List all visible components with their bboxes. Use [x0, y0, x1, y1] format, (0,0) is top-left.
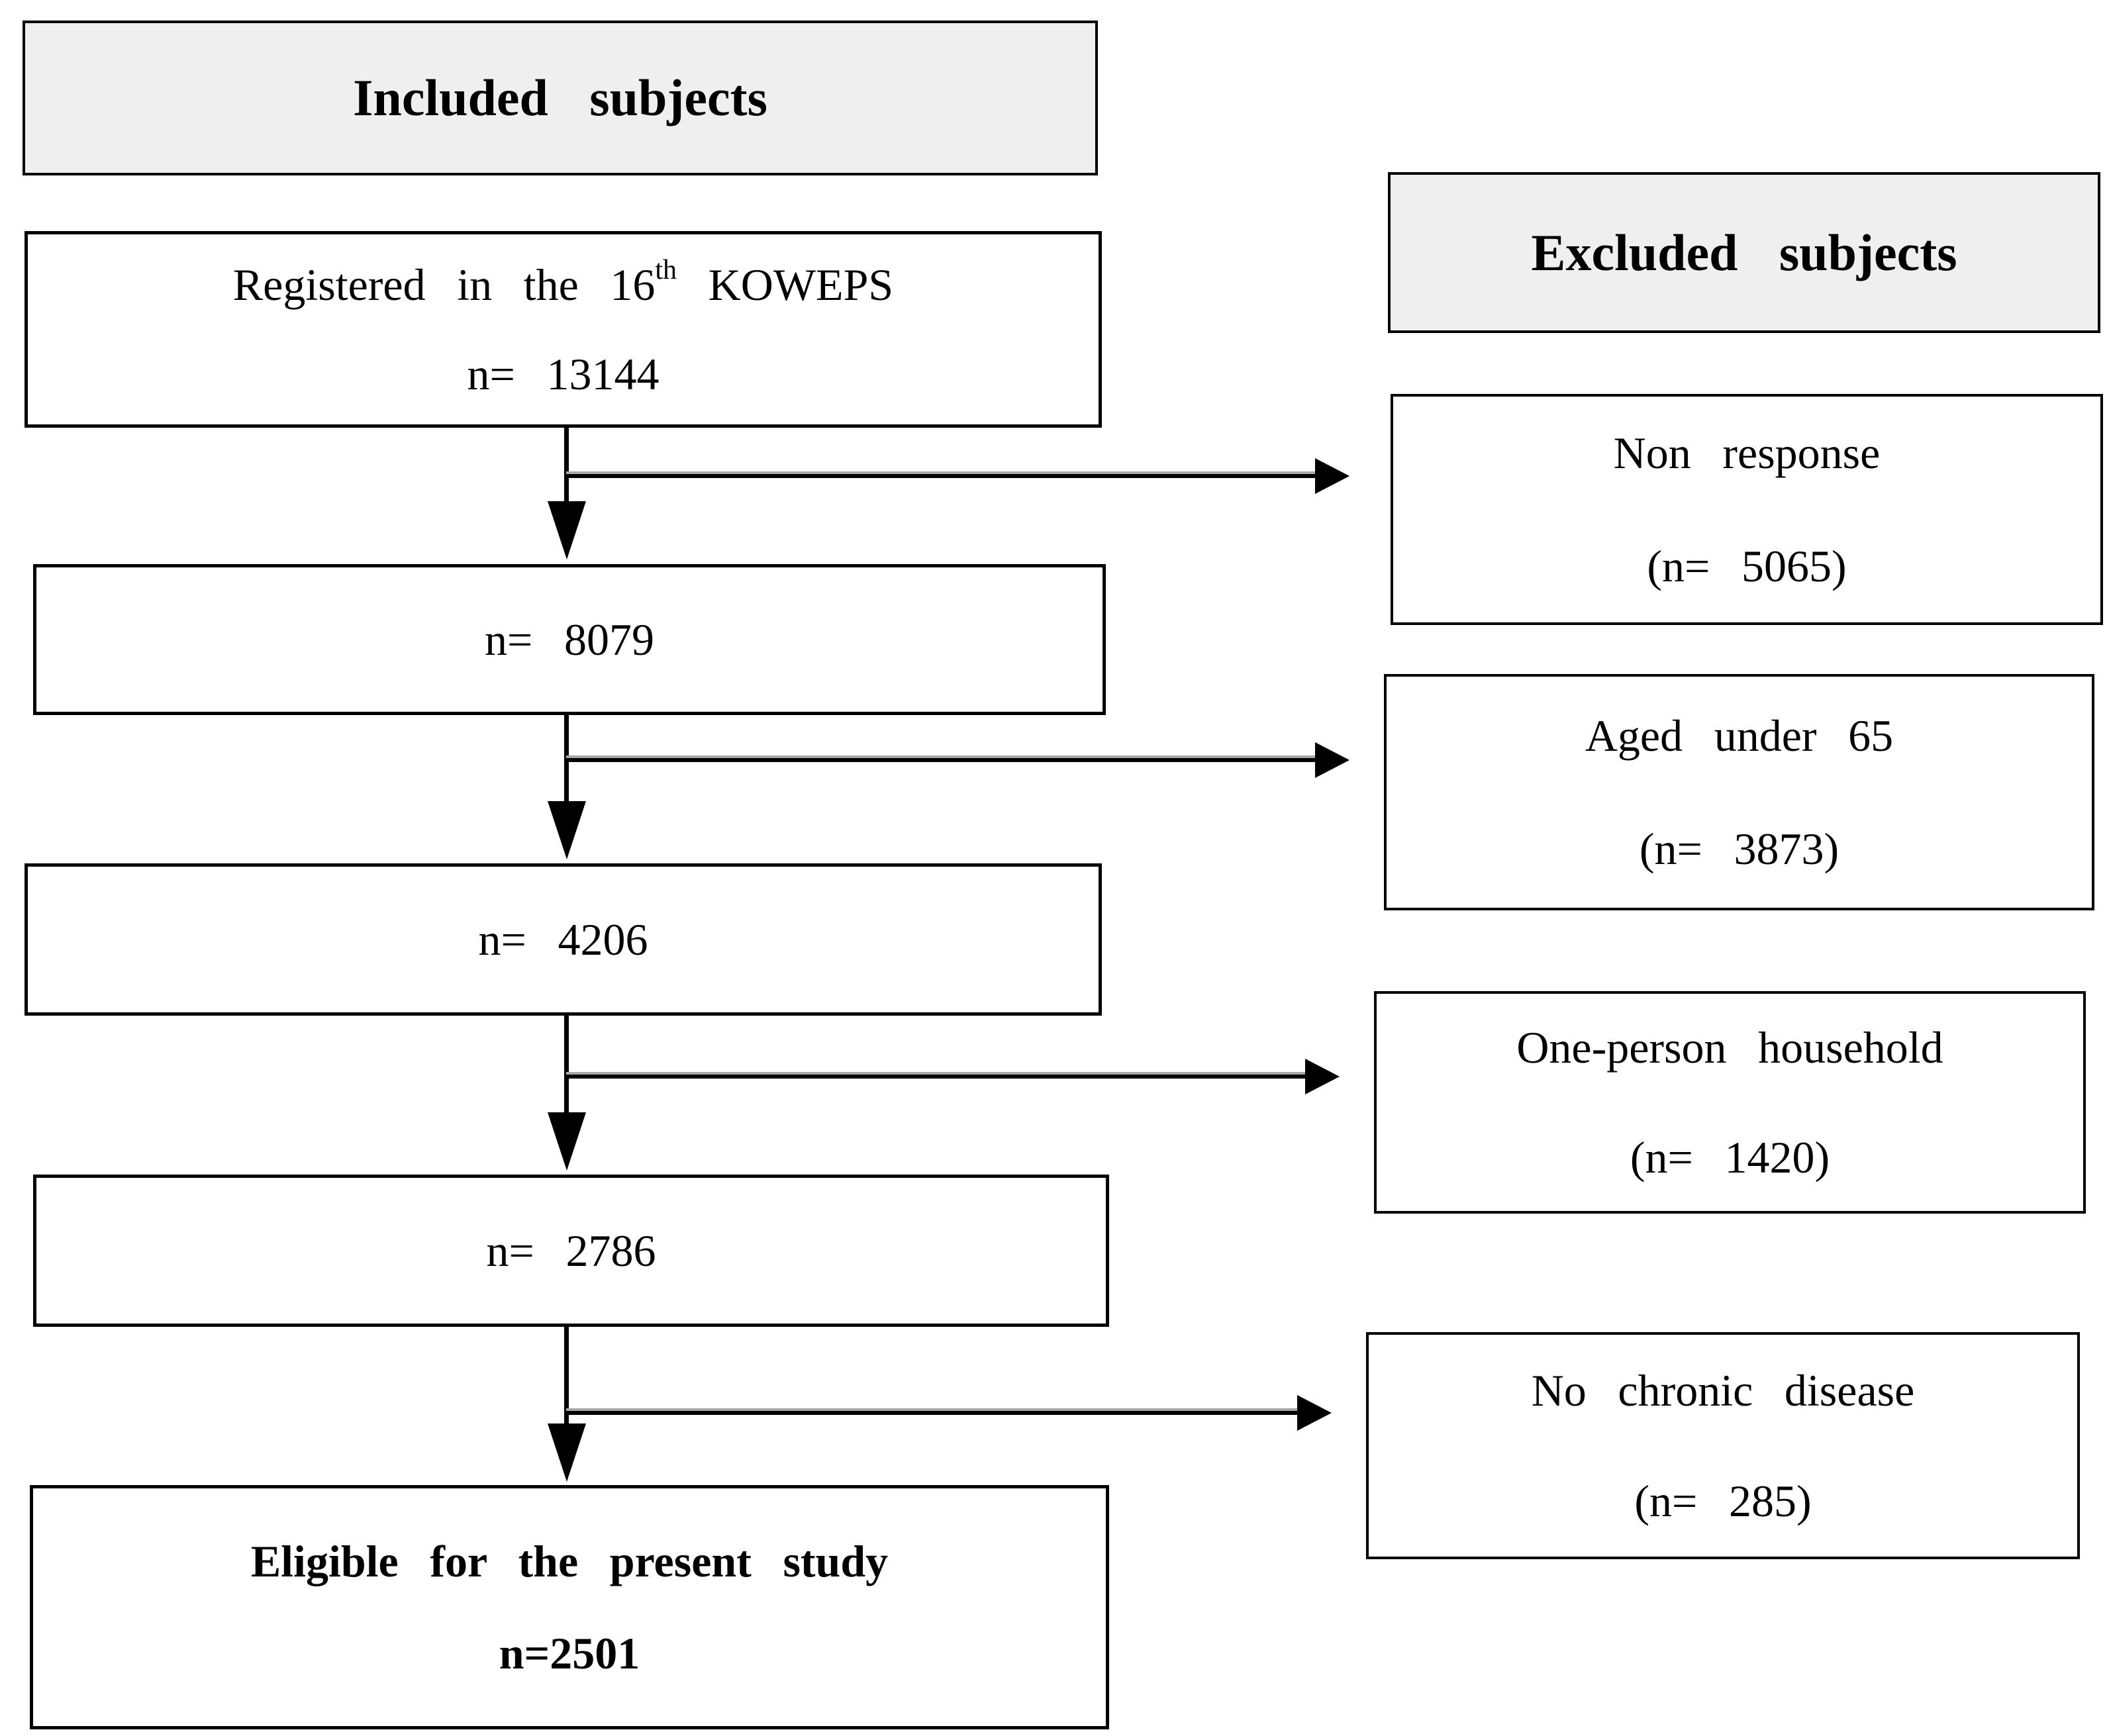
count-n4206: n= 4206 — [478, 914, 648, 965]
connector-branch-3 — [566, 1072, 1305, 1079]
exclusion-box-no-chronic-disease: No chronic disease (n= 285) — [1366, 1332, 2080, 1559]
connector-down-1 — [564, 428, 569, 505]
flow-box-after-one-person-household: n= 2786 — [33, 1175, 1109, 1327]
exclusion-label-no-chronic-disease: No chronic disease — [1531, 1365, 1915, 1416]
eligible-count: n=2501 — [499, 1627, 640, 1678]
exclusion-box-one-person-household: One-person household (n= 1420) — [1374, 991, 2086, 1214]
count-n8079: n= 8079 — [485, 614, 654, 665]
right-arrowhead-icon — [1305, 1059, 1340, 1094]
exclusion-count-no-chronic-disease: (n= 285) — [1634, 1475, 1812, 1526]
exclusion-count-non-response: (n= 5065) — [1647, 541, 1847, 591]
registered-count: n= 13144 — [467, 348, 660, 399]
included-subjects-label: Included subjects — [353, 69, 767, 127]
ordinal-superscript: th — [655, 255, 677, 286]
flow-box-after-aged-under-65: n= 4206 — [24, 863, 1102, 1016]
right-arrowhead-icon — [1315, 742, 1349, 778]
flow-box-eligible: Eligible for the present study n=2501 — [30, 1485, 1109, 1729]
connector-branch-1 — [566, 471, 1315, 478]
excluded-subjects-label: Excluded subjects — [1531, 223, 1957, 281]
connector-down-3 — [564, 1016, 569, 1116]
exclusion-label-one-person-household: One-person household — [1516, 1022, 1943, 1073]
exclusion-label-non-response: Non response — [1613, 427, 1881, 478]
down-arrowhead-icon — [548, 501, 586, 559]
down-arrowhead-icon — [548, 1112, 586, 1171]
eligible-title: Eligible for the present study — [250, 1536, 889, 1587]
connector-branch-2 — [566, 755, 1315, 762]
exclusion-label-aged-under-65: Aged under 65 — [1585, 710, 1894, 761]
down-arrowhead-icon — [548, 801, 586, 859]
count-n2786: n= 2786 — [486, 1225, 656, 1276]
registered-title-suffix: KOWEPS — [677, 260, 894, 311]
excluded-subjects-header: Excluded subjects — [1388, 172, 2100, 333]
exclusion-box-aged-under-65: Aged under 65 (n= 3873) — [1384, 674, 2094, 910]
exclusion-box-non-response: Non response (n= 5065) — [1391, 394, 2103, 625]
connector-down-4 — [564, 1327, 569, 1427]
included-subjects-header: Included subjects — [23, 21, 1098, 175]
down-arrowhead-icon — [548, 1423, 586, 1482]
exclusion-count-aged-under-65: (n= 3873) — [1639, 824, 1839, 874]
right-arrowhead-icon — [1297, 1395, 1332, 1431]
registered-title-prefix: Registered in the 16 — [232, 260, 656, 311]
registered-title: Registered in the 16th KOWEPS — [232, 255, 894, 311]
right-arrowhead-icon — [1315, 458, 1349, 494]
flow-box-registered: Registered in the 16th KOWEPS n= 13144 — [24, 231, 1102, 428]
connector-branch-4 — [566, 1408, 1297, 1415]
flow-box-after-nonresponse: n= 8079 — [33, 564, 1106, 715]
exclusion-count-one-person-household: (n= 1420) — [1630, 1132, 1830, 1182]
